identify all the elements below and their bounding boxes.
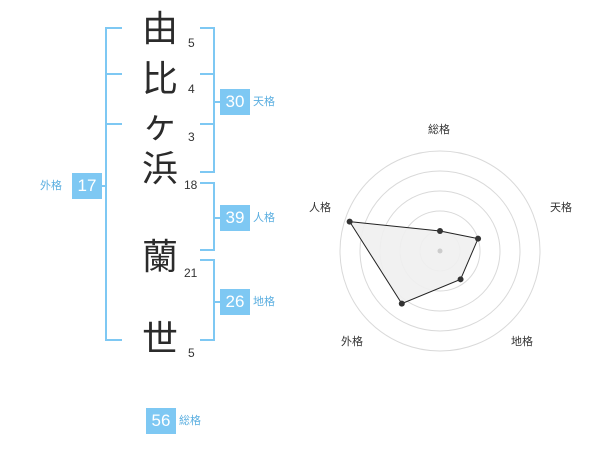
- jinkaku-label: 人格: [253, 211, 275, 224]
- stroke-count-3: 3: [188, 130, 195, 144]
- radar-point-5: [346, 218, 353, 225]
- chikaku-bracket: [200, 259, 215, 341]
- name-char-2: 比: [141, 59, 178, 100]
- gaikaku-bracket: [105, 27, 122, 341]
- soukaku-label: 総格: [179, 414, 201, 427]
- radar-label-tenkaku: 天格: [550, 201, 572, 214]
- jinkaku-value: 39: [220, 205, 250, 231]
- radar-grid-ring-1: [339, 150, 541, 352]
- radar-grid-ring-2: [359, 170, 521, 332]
- tenkaku-bracket: [200, 27, 215, 173]
- gaikaku-value: 17: [72, 173, 102, 199]
- radar-point-4: [398, 300, 405, 307]
- name-char-6: 世: [141, 319, 178, 360]
- stroke-count-5: 21: [184, 266, 198, 280]
- radar-point-3: [457, 276, 464, 283]
- stroke-count-4: 18: [184, 178, 198, 192]
- radar-center-dot: [437, 248, 443, 254]
- radar-label-chikaku: 地格: [511, 335, 533, 348]
- stroke-count-1: 5: [188, 36, 195, 50]
- soukaku-value: 56: [146, 408, 176, 434]
- name-char-5: 蘭: [141, 237, 178, 278]
- chikaku-value: 26: [220, 289, 250, 315]
- name-char-4: 浜: [141, 149, 178, 190]
- radar-area: [348, 221, 479, 305]
- name-char-1: 由: [141, 9, 178, 50]
- stroke-count-2: 4: [188, 82, 195, 96]
- radar-point-2: [475, 235, 482, 242]
- radar-point-1: [437, 228, 443, 234]
- radar-label-jinkaku: 人格: [309, 201, 331, 214]
- tenkaku-value: 30: [220, 89, 250, 115]
- tenkaku-label: 天格: [253, 95, 275, 108]
- name-char-3: ヶ: [141, 105, 178, 146]
- radar-label-gaikaku: 外格: [341, 335, 363, 348]
- jinkaku-bracket: [200, 182, 215, 251]
- chikaku-label: 地格: [253, 295, 275, 308]
- gaikaku-label: 外格: [40, 179, 62, 192]
- stroke-count-6: 5: [188, 346, 195, 360]
- radar-label-soukaku: 総格: [428, 123, 450, 136]
